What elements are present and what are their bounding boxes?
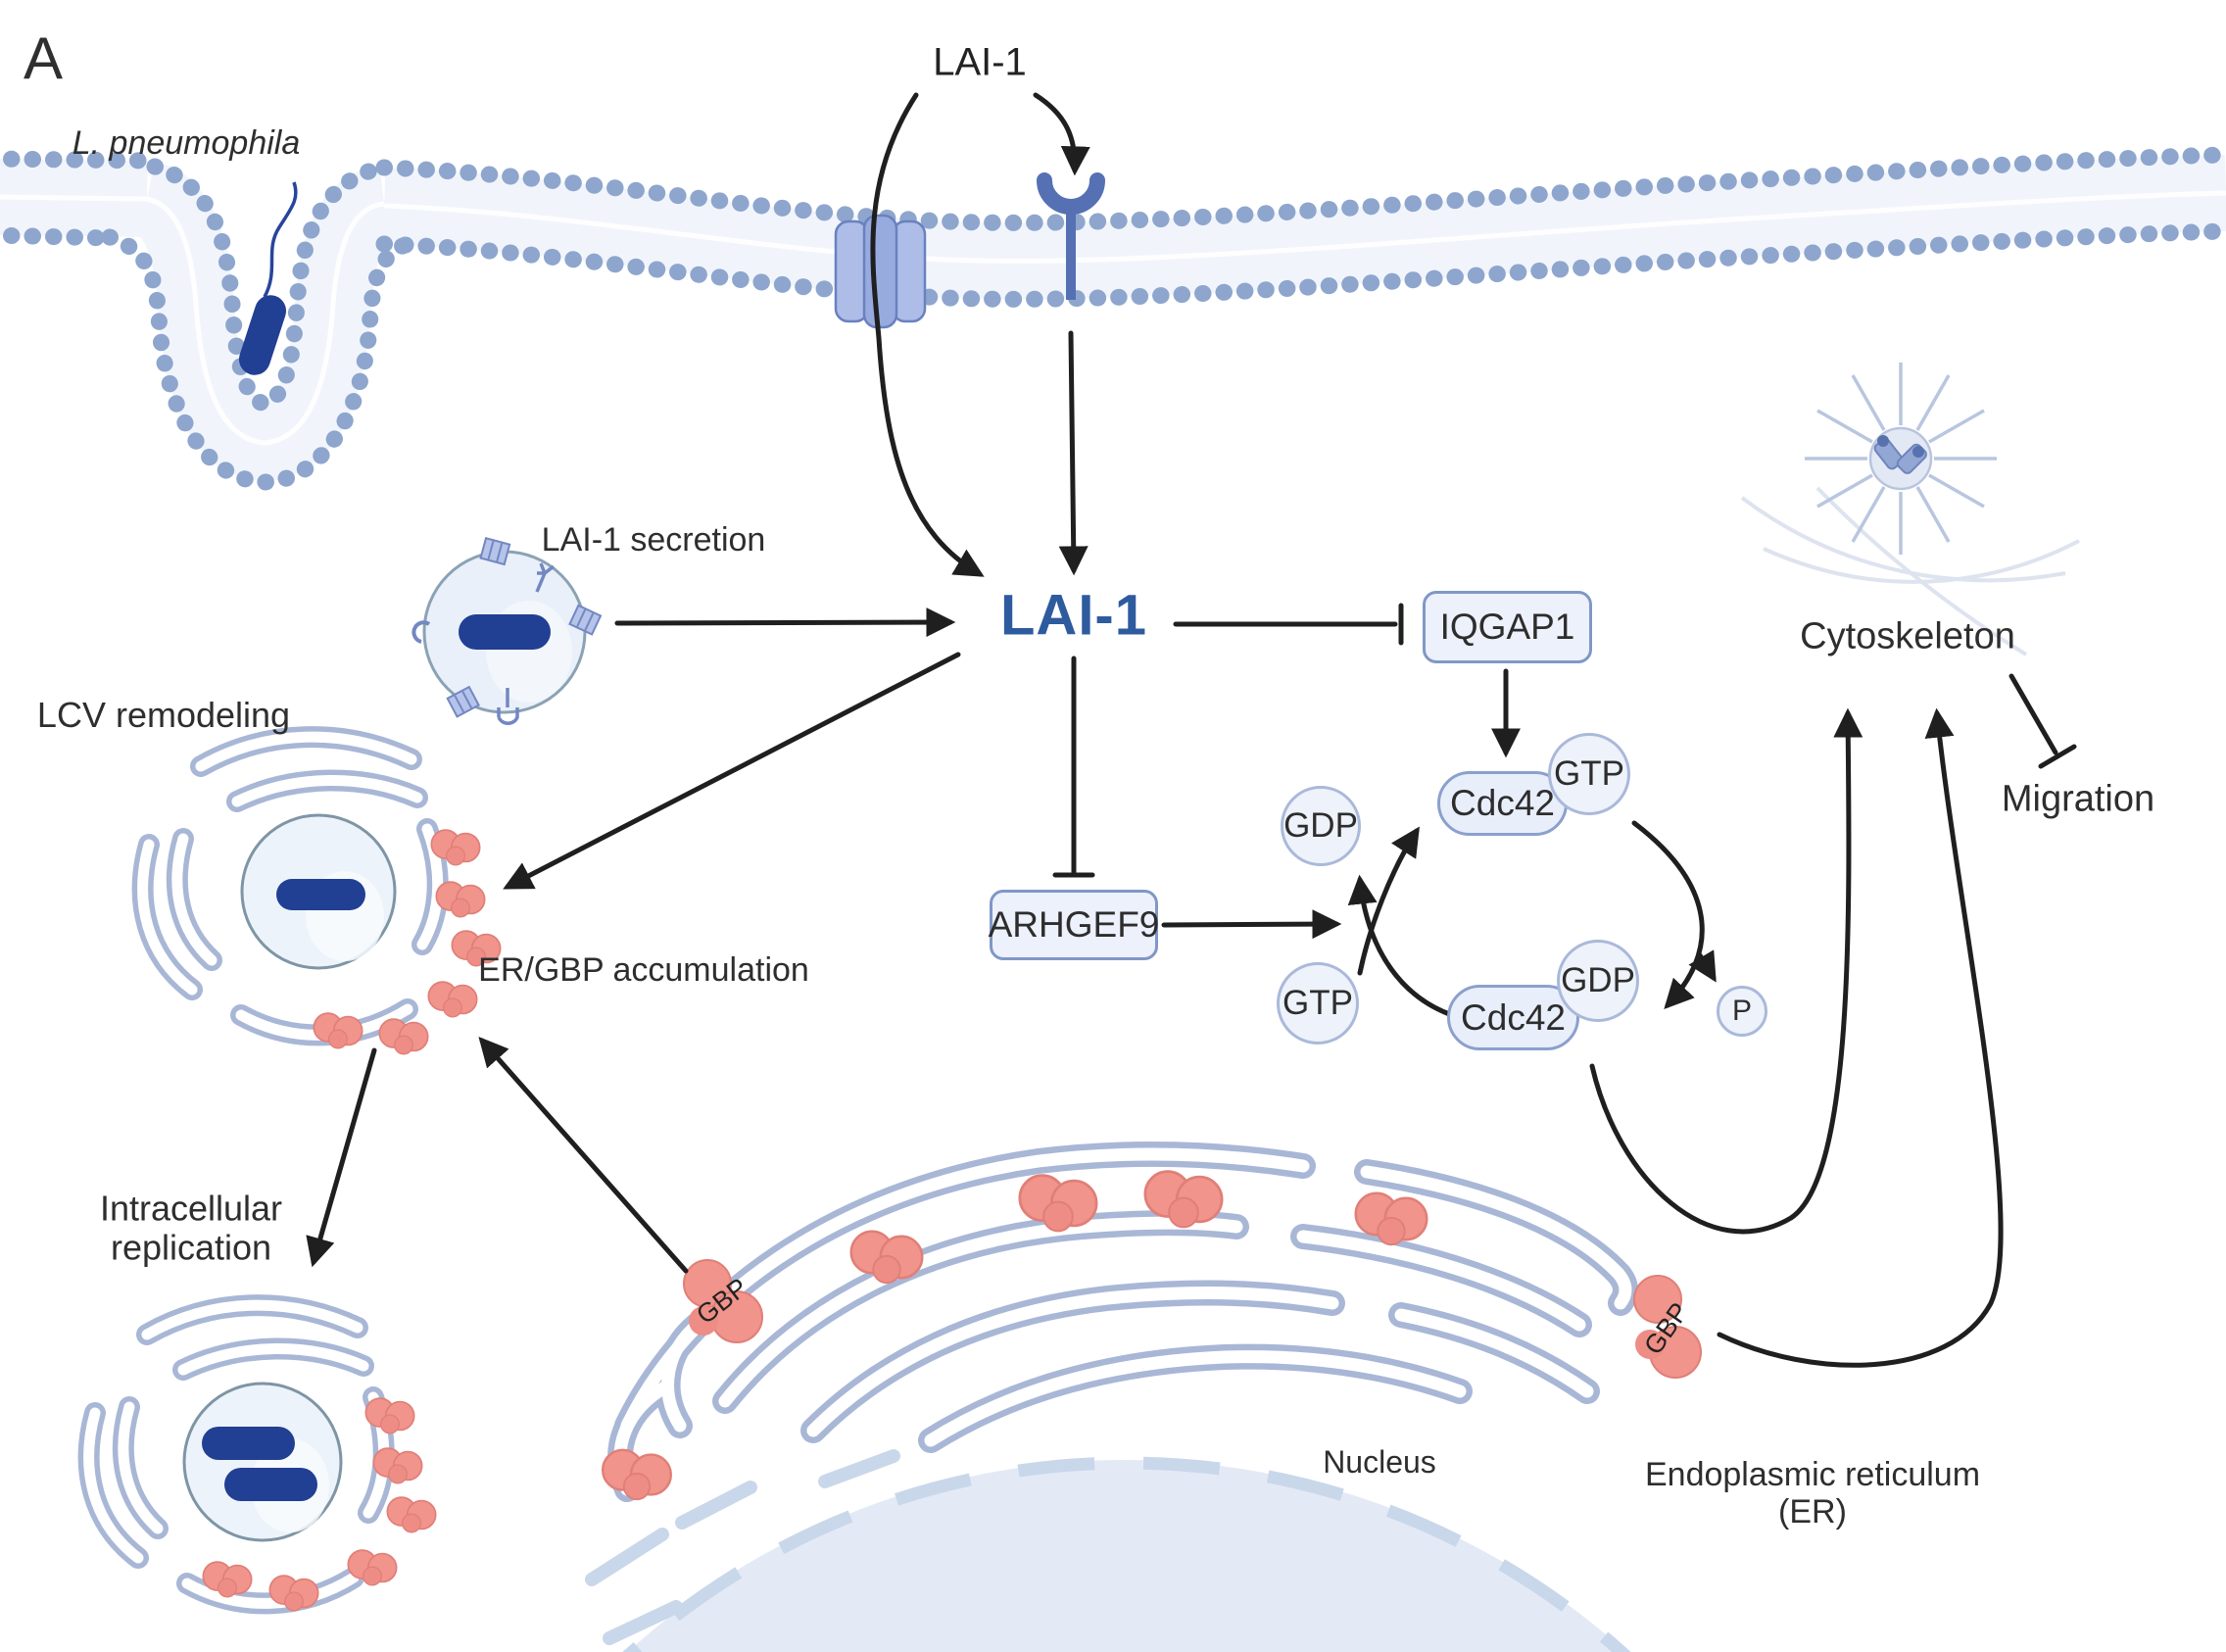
iqgap1-node: IQGAP1 [1423,591,1592,663]
gbp-right-icon [1633,1275,1702,1379]
lcv-remodeling-label: LCV remodeling [36,694,291,735]
microtubule-rays-icon [1805,363,1997,555]
gbp-left-icon [683,1259,763,1343]
centriole-icon [1873,435,1927,474]
bacterium-in-vesicle-icon [459,614,551,650]
species-label: L. pneumophila [72,123,301,162]
gtp-on-cdc42-node: GTP [1548,733,1630,815]
free-gdp-node: GDP [1281,786,1361,866]
free-gtp-node: GTP [1277,962,1359,1045]
intracellular-replication-line2: replication [110,1228,272,1268]
replicating-bacterium-2-icon [224,1468,317,1501]
arrow-lai1-to-lcv [503,652,961,890]
bacterium-icon [238,181,298,375]
arrow-ergbp-to-lcv [478,1036,689,1274]
connectors [306,92,2077,1368]
cdc42-inactive-node: Cdc42 [1447,985,1579,1050]
nuclear-envelope-dashes [585,1449,900,1645]
arrow-gdp-release [1347,874,1455,1018]
bacterium-in-lcv-icon [276,879,365,910]
tbar-cytoskeleton-migration [2008,673,2077,769]
gbp-blobs-on-er [602,1170,1702,1501]
intracellular-replication-line1: Intracellular [99,1188,283,1229]
er-label-line2: (ER) [1778,1493,1847,1531]
phosphate-node: P [1717,986,1767,1037]
nucleus-label: Nucleus [1323,1444,1436,1481]
vesicle-membrane-proteins [411,537,603,725]
arrow-to-phosphate [1688,949,1717,983]
arrow-lai1-through-channel [870,92,985,577]
tbar-lai1-arhgef9 [1052,656,1095,878]
migration-label: Migration [2001,778,2155,820]
arrow-lcv-to-replication [306,1047,377,1268]
er-label-line1: Endoplasmic reticulum [1644,1455,1981,1493]
actin-filaments-icon [1740,486,2080,656]
arrow-receptor-to-lai1 [1058,330,1089,576]
replicating-bacterium-1-icon [202,1427,295,1460]
secretion-vesicle-icon [411,537,603,725]
membrane-channel-icon [834,214,927,329]
arrow-arhgef9-to-cycle [1161,909,1342,940]
arrow-lai1-to-receptor [1033,92,1090,176]
lai1-central-label: LAI-1 [1000,583,1147,648]
intracellular-replication-label: Intracellular replication [99,1188,283,1269]
arrow-cycle-to-cytoskeleton [1589,707,1863,1235]
er-gbp-accumulation-label: ER/GBP accumulation [478,950,809,989]
membrane-receptor-icon [1037,172,1105,300]
arrow-gtp-loading [1357,826,1420,976]
nucleus-icon [585,1449,1631,1652]
er-label: Endoplasmic reticulum (ER) [1645,1456,1980,1531]
lai1-top-label: LAI-1 [933,40,1027,84]
cdc42-active-node: Cdc42 [1437,771,1568,836]
arrow-er-to-cytoskeleton [1717,707,2004,1368]
tbar-lai1-iqgap1 [1173,603,1404,646]
lcv-remodeling-icon [131,726,502,1055]
arhgef9-node: ARHGEF9 [989,890,1159,960]
lai1-secretion-label: LAI-1 secretion [541,520,766,559]
cytoskeleton-label: Cytoskeleton [1800,615,2015,657]
gdp-on-cdc42-node: GDP [1557,940,1639,1022]
cytoskeleton-icon [1740,363,2080,656]
replicating-lcv-icon [77,1294,437,1615]
er-icon [602,1141,1702,1502]
arrow-hydrolysis [1631,820,1705,1009]
panel-label: A [24,25,64,91]
arrow-secretion-to-lai1 [614,607,956,638]
